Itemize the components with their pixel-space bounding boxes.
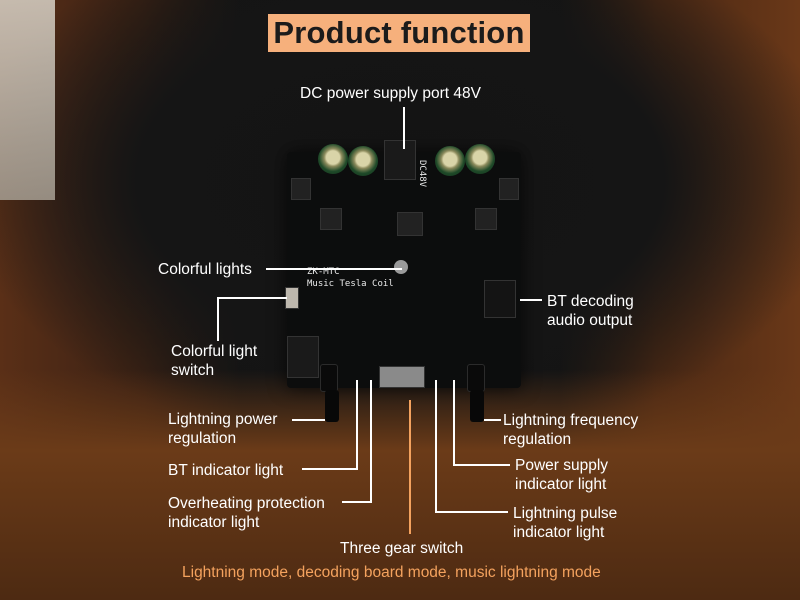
label-bt-indicator: BT indicator light	[168, 462, 284, 479]
label-three-gear: Three gear switch	[340, 540, 464, 557]
page-title: Product function	[273, 15, 525, 50]
dc-jack	[384, 140, 416, 180]
label-bt-decoding-1: BT decoding	[547, 293, 634, 310]
antenna	[287, 336, 319, 378]
leader-line	[342, 501, 372, 503]
rgb-led	[394, 260, 408, 274]
gear-switch[interactable]	[379, 366, 425, 388]
silk-name: Music Tesla Coil	[307, 279, 394, 289]
label-lightning-freq-1: Lightning frequency	[503, 412, 639, 429]
silk-model: ZK-MTC	[307, 267, 340, 277]
label-colorful-lights: Colorful lights	[158, 261, 252, 278]
light-switch[interactable]	[285, 287, 299, 309]
leader-line	[409, 400, 411, 534]
inductor	[320, 208, 342, 230]
leader-line	[453, 464, 510, 466]
label-overheat-1: Overheating protection	[168, 495, 325, 512]
leader-line	[356, 380, 358, 470]
power-knob-shaft[interactable]	[325, 390, 339, 422]
capacitor	[318, 144, 348, 174]
label-light-switch-2: switch	[171, 362, 215, 379]
capacitor	[435, 146, 465, 176]
leader-line	[217, 297, 287, 299]
power-knob[interactable]	[320, 364, 338, 392]
frequency-knob[interactable]	[467, 364, 485, 392]
audio-jack	[484, 280, 516, 318]
leader-line	[435, 511, 508, 513]
inductor	[475, 208, 497, 230]
leader-line	[370, 380, 372, 503]
label-lightning-power-1: Lightning power	[168, 411, 278, 428]
label-modes: Lightning mode, decoding board mode, mus…	[182, 564, 601, 581]
leader-line	[453, 380, 455, 466]
capacitor	[348, 146, 378, 176]
label-overheat-2: indicator light	[168, 514, 260, 531]
leader-line	[520, 299, 542, 301]
silk-dc: DC48V	[417, 160, 427, 188]
leader-line	[403, 107, 405, 149]
label-bt-decoding-2: audio output	[547, 312, 633, 329]
label-power-supply-1: Power supply	[515, 457, 609, 474]
label-dc-port: DC power supply port 48V	[300, 85, 481, 102]
frequency-knob-shaft[interactable]	[470, 390, 484, 422]
leader-line	[266, 268, 402, 270]
leader-line	[302, 468, 358, 470]
label-pulse-2: indicator light	[513, 524, 605, 541]
pcb-board: DC48V ZK-MTC Music Tesla Coil	[285, 140, 521, 392]
header-pins	[291, 178, 311, 200]
capacitor	[465, 144, 495, 174]
title-banner: Product function	[268, 14, 530, 52]
label-lightning-power-2: regulation	[168, 430, 237, 447]
label-power-supply-2: indicator light	[515, 476, 607, 493]
background-floor	[0, 370, 800, 600]
background-window	[0, 0, 55, 200]
leader-line	[217, 297, 219, 341]
leader-line	[292, 419, 325, 421]
label-light-switch-1: Colorful light	[171, 343, 258, 360]
leader-line	[484, 419, 501, 421]
leader-line	[435, 380, 437, 513]
header-pins	[499, 178, 519, 200]
transistor	[397, 212, 423, 236]
label-lightning-freq-2: regulation	[503, 431, 572, 448]
label-pulse-1: Lightning pulse	[513, 505, 618, 522]
